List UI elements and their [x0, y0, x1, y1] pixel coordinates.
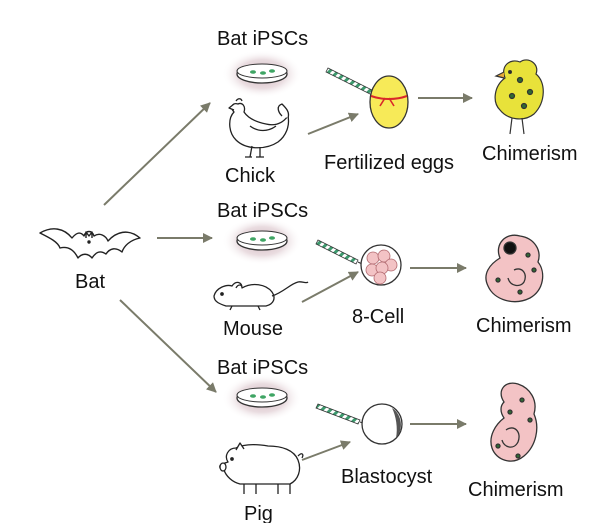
label-chick: Chick — [225, 165, 276, 187]
culture-dish-bottom — [222, 374, 302, 422]
bat-illustration — [39, 228, 141, 259]
blastocyst-illustration — [361, 403, 403, 445]
arrow-pig-to-blastocyst — [301, 440, 351, 461]
label-pig: Pig — [244, 503, 273, 523]
arrow-mouse-to-8cell — [301, 271, 359, 303]
chimeric-chick-illustration — [494, 59, 544, 135]
arrow-chick-to-egg — [307, 112, 359, 135]
pig-illustration — [219, 442, 304, 494]
label-8-cell: 8-Cell — [352, 306, 405, 328]
label-bat-ipscs-mid: Bat iPSCs — [217, 200, 309, 222]
chimeric-mouse-embryo-illustration — [485, 234, 544, 303]
fertilized-egg-illustration — [369, 75, 409, 129]
culture-dish-top — [222, 50, 302, 98]
label-blastocyst: Blastocyst — [341, 466, 433, 488]
injection-needle-bottom — [315, 403, 367, 425]
chicken-illustration — [228, 98, 290, 158]
label-fertilized-eggs: Fertilized eggs — [324, 152, 455, 174]
label-bat: Bat — [75, 271, 106, 293]
injection-needle-mid — [315, 239, 365, 266]
chimeric-pig-embryo-illustration — [490, 382, 538, 462]
label-chimerism-top: Chimerism — [482, 143, 578, 165]
label-chimerism-bottom: Chimerism — [468, 479, 564, 501]
label-bat-ipscs-top: Bat iPSCs — [217, 28, 309, 50]
mouse-illustration — [213, 281, 309, 311]
arrow-bat-to-chick — [103, 102, 211, 206]
arrow-bat-to-pig — [119, 299, 217, 393]
label-bat-ipscs-bottom: Bat iPSCs — [217, 357, 309, 379]
culture-dish-mid — [222, 217, 302, 265]
eight-cell-embryo-illustration — [360, 244, 402, 286]
label-chimerism-mid: Chimerism — [476, 315, 572, 337]
label-mouse: Mouse — [223, 318, 284, 340]
